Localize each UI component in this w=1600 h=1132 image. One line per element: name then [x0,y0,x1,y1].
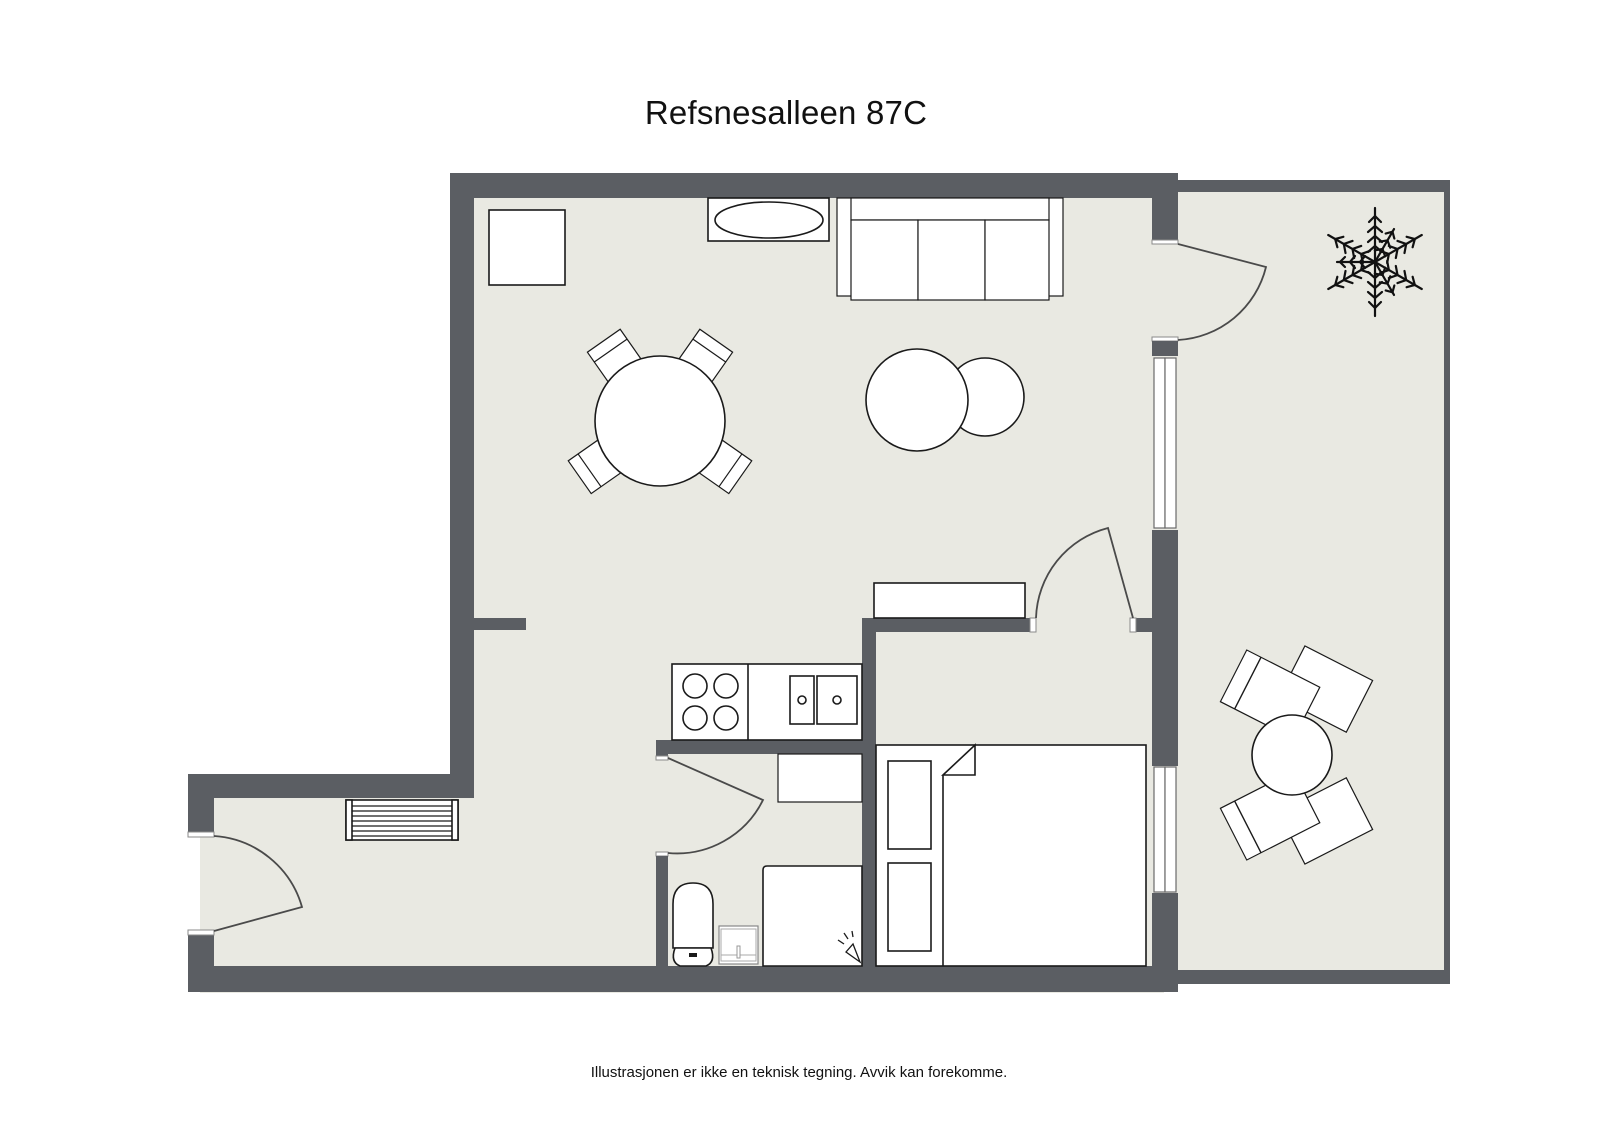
disclaimer-text: Illustrasjonen er ikke en teknisk tegnin… [590,1064,1008,1081]
bathroom-door[interactable] [667,757,765,855]
tv-bench [707,197,830,242]
wall-right-4 [1152,893,1178,992]
radiator-end [345,799,353,841]
tv-bench-oval [714,201,824,239]
wall-hallway-left-upper [188,774,214,832]
bathroom-sink [718,925,759,965]
radiator-end [451,799,459,841]
burner [713,705,739,731]
drain [832,695,842,705]
shelf [873,582,1026,619]
wall-right-2 [1152,341,1178,356]
floor-areas [200,192,1448,993]
wall-stub [474,618,526,630]
burner [713,673,739,699]
burner [682,673,708,699]
cooktop [682,673,739,731]
square-cabinet [488,209,566,286]
balcony-rail-top [1164,180,1448,192]
wall-bedroom-top [862,618,1034,632]
washing-machine [777,753,863,803]
balcony [1219,206,1423,865]
wall-bathroom-top [656,740,862,754]
plan-title: Refsnesalleen 87C [0,94,1600,132]
wall-hallway-top [188,774,474,798]
door-sill [187,929,215,936]
plan-title-text: Refsnesalleen 87C [644,94,928,131]
windows [1153,357,1177,893]
wall-bathroom-left-upper [656,740,668,758]
bistro-set [1219,645,1374,865]
round-table-large [865,348,969,452]
radiator [345,799,459,841]
coffee-tables [865,348,1025,452]
pillow [887,862,932,952]
door-sill [1151,336,1179,342]
shower-head-icon [837,930,862,964]
wall-bottom [188,966,1164,992]
bathroom [672,753,863,967]
balcony-door[interactable] [1177,243,1268,341]
kitchen [671,663,863,741]
door-sill [1029,617,1037,633]
wall-bedroom-top-right [1133,618,1153,632]
wall-right-1 [1152,173,1178,240]
toilet [672,882,714,967]
entrance-door[interactable] [213,835,304,932]
disclaimer: Illustrasjonen er ikke en teknisk tegnin… [0,1064,1600,1081]
shower [762,865,863,967]
sofa [836,197,1064,301]
chair [1277,645,1374,733]
dining-table [567,328,753,495]
wall-left-upper [450,173,474,798]
bedroom-door[interactable] [1035,526,1134,619]
sofa-back [850,197,1050,221]
living-room [488,197,1064,619]
sofa-cushion [917,219,986,301]
sofa-cushion [984,219,1050,301]
door-sill [1151,239,1179,245]
wall-bedroom-left [862,618,876,992]
window-bedroom [1164,766,1177,893]
window-bedroom [1153,766,1166,893]
toilet-bowl [672,882,714,949]
pillow [887,760,932,850]
window-living [1153,357,1166,529]
walls [187,173,1450,992]
balcony-rail-right [1444,180,1450,984]
potted-plant-icon [1327,206,1423,318]
door-sill [1129,617,1137,633]
wall-top [450,173,1164,198]
round-table [594,355,726,487]
door-sill [655,851,669,857]
sink [789,675,858,725]
balcony-rail-bottom [1164,970,1448,984]
bedroom [875,743,1147,967]
wall-right-3 [1152,530,1178,766]
door-sill [187,831,215,838]
bistro-table [1251,714,1333,796]
door-sill [655,755,669,761]
window-living [1164,357,1177,529]
duvet-fold [940,743,976,776]
sofa-cushion [850,219,919,301]
drain [797,695,807,705]
doors[interactable] [213,243,1268,932]
chair [1277,777,1374,865]
wall-bathroom-left-lower [656,856,668,992]
burner [682,705,708,731]
